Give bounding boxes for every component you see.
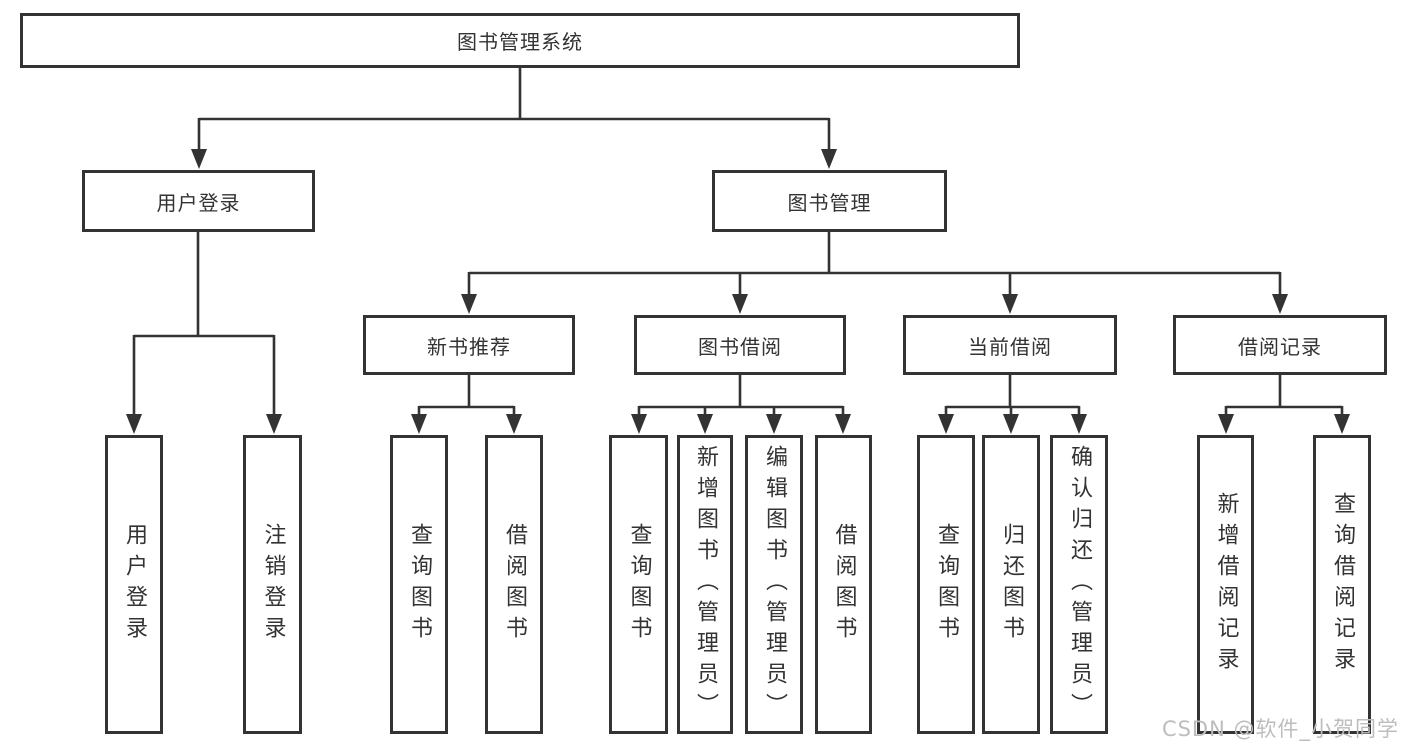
node-current-borrowing: 当前借阅 (903, 315, 1117, 375)
csdn-watermark: CSDN @软件_小贺同学 (1161, 717, 1399, 741)
node-label: 查询借阅记录 (1330, 491, 1355, 678)
node-label: 图书管理 (787, 190, 872, 215)
node-book-management-branch: 图书管理 (712, 170, 947, 232)
node-label: 新增图书（管理员） (693, 445, 718, 724)
node-label: 归还图书 (999, 522, 1024, 647)
node-leaf-add-borrow-record: 新增借阅记录 (1197, 435, 1254, 734)
node-user-login-branch: 用户登录 (82, 170, 315, 232)
node-leaf-confirm-return-admin: 确认归还（管理员） (1050, 435, 1108, 734)
node-label: 用户登录 (156, 190, 241, 215)
node-leaf-borrow-books-recommend: 借阅图书 (485, 435, 543, 734)
node-leaf-query-books-borrowing: 查询图书 (609, 435, 668, 734)
node-borrowing-records: 借阅记录 (1173, 315, 1387, 375)
node-leaf-edit-books-admin: 编辑图书（管理员） (745, 435, 803, 734)
node-label: 新增借阅记录 (1213, 491, 1239, 678)
node-label: 图书管理系统 (457, 30, 583, 54)
node-root-system: 图书管理系统 (20, 13, 1020, 68)
node-label: 确认归还（管理员） (1067, 445, 1092, 724)
node-label: 查询图书 (934, 522, 959, 647)
node-leaf-return-books: 归还图书 (982, 435, 1040, 734)
node-leaf-add-books-admin: 新增图书（管理员） (677, 435, 733, 734)
node-leaf-query-borrow-record: 查询借阅记录 (1313, 435, 1371, 734)
node-label: 借阅图书 (831, 522, 857, 647)
node-leaf-user-login: 用户登录 (105, 435, 163, 734)
node-label: 编辑图书（管理员） (762, 445, 787, 724)
node-leaf-logout: 注销登录 (243, 435, 302, 734)
node-new-book-recommend: 新书推荐 (363, 315, 575, 375)
node-leaf-query-books-current: 查询图书 (917, 435, 975, 734)
node-label: 当前借阅 (968, 334, 1052, 359)
node-label: 新书推荐 (427, 334, 511, 359)
node-label: 借阅图书 (502, 522, 527, 647)
node-label: 图书借阅 (698, 334, 782, 359)
node-label: 注销登录 (260, 522, 286, 647)
node-label: 查询图书 (407, 522, 432, 647)
node-leaf-borrow-books: 借阅图书 (815, 435, 872, 734)
node-label: 借阅记录 (1238, 334, 1322, 359)
node-label: 用户登录 (122, 522, 147, 647)
node-book-borrowing: 图书借阅 (634, 315, 846, 375)
node-label: 查询图书 (626, 522, 652, 647)
node-leaf-query-books-recommend: 查询图书 (390, 435, 448, 734)
